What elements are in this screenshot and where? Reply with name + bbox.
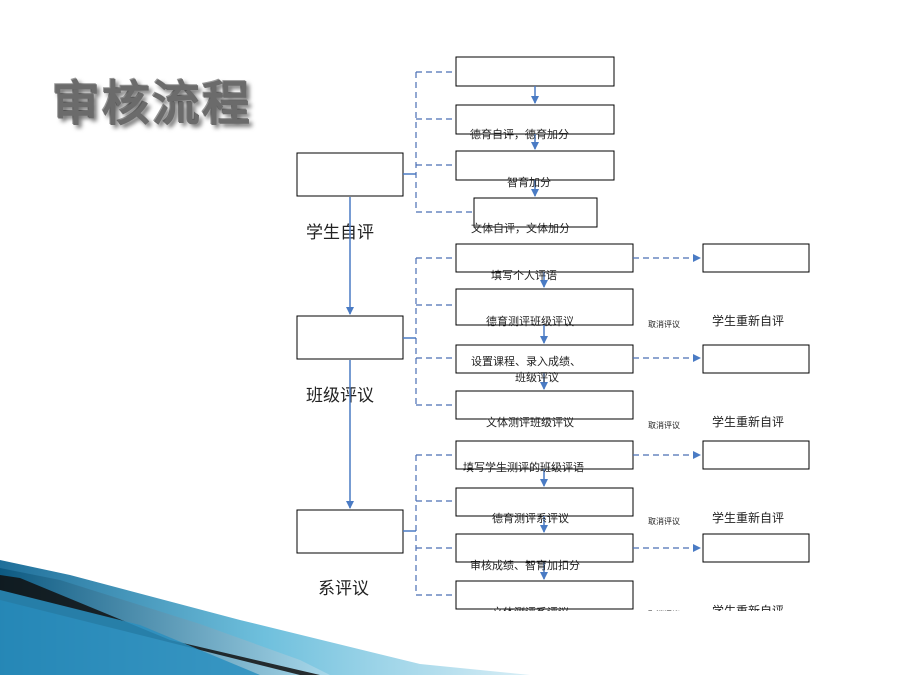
stage-label-class-review: 班级评议	[306, 386, 374, 406]
page-title: 审核流程	[52, 76, 253, 132]
step-box	[455, 243, 634, 273]
stage-label-self-eval: 学生自评	[306, 223, 374, 243]
step-box	[455, 288, 634, 326]
step-text: 填写个人评语	[491, 268, 557, 282]
step-box	[455, 533, 634, 563]
stage-box-dept-review	[296, 509, 404, 554]
stage-label-dept-review: 系评议	[318, 579, 369, 599]
step-text: 班级评议	[515, 371, 559, 384]
group1-connectors	[403, 71, 473, 213]
group2-connectors	[403, 257, 455, 406]
step-text: 审核成绩、智育加扣分	[470, 558, 580, 572]
redo-label: 学生重新自评	[712, 313, 784, 328]
cancel-label: 取消评议	[648, 319, 680, 329]
step-box	[455, 580, 634, 610]
step-text: 填写学生测评的班级评语	[463, 460, 584, 474]
crop-mask	[440, 611, 840, 631]
step-box	[455, 390, 634, 420]
step-box	[455, 487, 634, 517]
step-box	[455, 104, 615, 135]
redo-label: 学生重新自评	[712, 510, 784, 525]
step-text: 德育测评系评议	[492, 511, 569, 525]
step-text: 德育测评班级评议	[486, 314, 574, 328]
side-box	[702, 243, 810, 273]
side-box	[702, 344, 810, 374]
decorative-swoosh	[0, 560, 530, 675]
group3-connectors	[403, 454, 455, 596]
redo-label: 学生重新自评	[712, 414, 784, 429]
step-text: 文体测评班级评议	[486, 415, 574, 429]
side-box	[702, 440, 810, 470]
step-text: 设置课程、录入成绩、	[471, 355, 581, 368]
step-box	[455, 56, 615, 87]
step-box	[473, 197, 598, 228]
step-box	[455, 150, 615, 181]
step-text: 德育自评，德育加分	[470, 127, 569, 141]
stage-box-self-eval	[296, 152, 404, 197]
side-box	[702, 533, 810, 563]
stage-box-class-review	[296, 315, 404, 360]
step-text: 智育加分	[507, 175, 551, 189]
cancel-label: 取消评议	[648, 420, 680, 430]
step-text: 文体自评，文体加分	[471, 221, 570, 235]
cancel-label: 取消评议	[648, 516, 680, 526]
